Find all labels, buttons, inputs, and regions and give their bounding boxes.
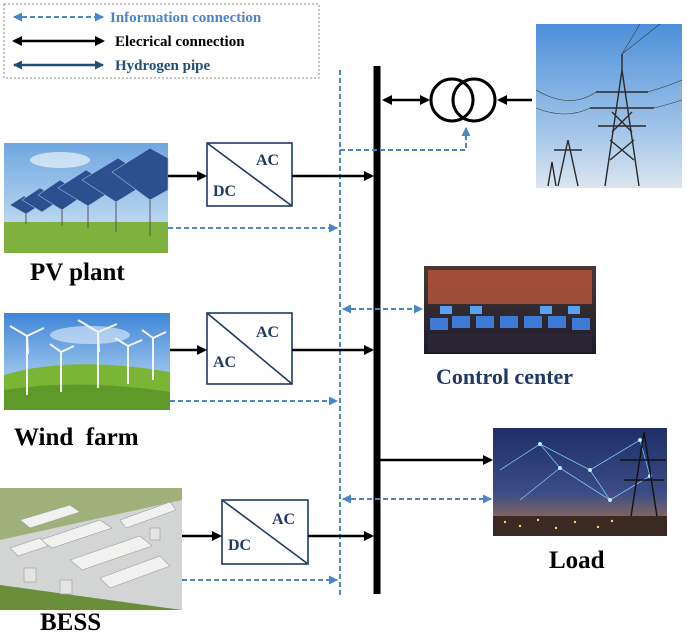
bess-converter-dc: DC [228,537,251,554]
legend-hydro-label: Hydrogen pipe [115,58,210,74]
wind-farm-image [4,313,170,410]
pv-converter-ac: AC [256,152,279,169]
bess-converter: AC DC [221,499,309,565]
wind-converter: AC AC [206,312,293,385]
transmission-tower-image [535,23,683,188]
transformer-info-link [340,127,471,151]
control-center-image [424,266,596,354]
bess-image [0,488,182,610]
pv-plant-image [4,143,169,253]
wind-farm-label: Wind farm [14,424,139,451]
pv-converter-dc: DC [213,183,236,200]
pv-converter: AC DC [206,142,293,207]
load-label: Load [549,547,605,574]
legend-info-label: Information connection [110,10,262,26]
control-center-label: Control center [436,364,573,389]
transformer-symbol [429,77,497,123]
load-image [493,428,667,537]
wind-converter-ac-top: AC [256,324,279,341]
bess-converter-ac: AC [272,511,295,528]
pv-plant-label: PV plant [30,259,125,286]
bess-label: BESS [40,609,101,634]
legend-elec-label: Elecrical connection [115,34,245,50]
wind-converter-ac-bottom: AC [213,354,236,371]
legend: Information connection Elecrical connect… [3,3,320,79]
